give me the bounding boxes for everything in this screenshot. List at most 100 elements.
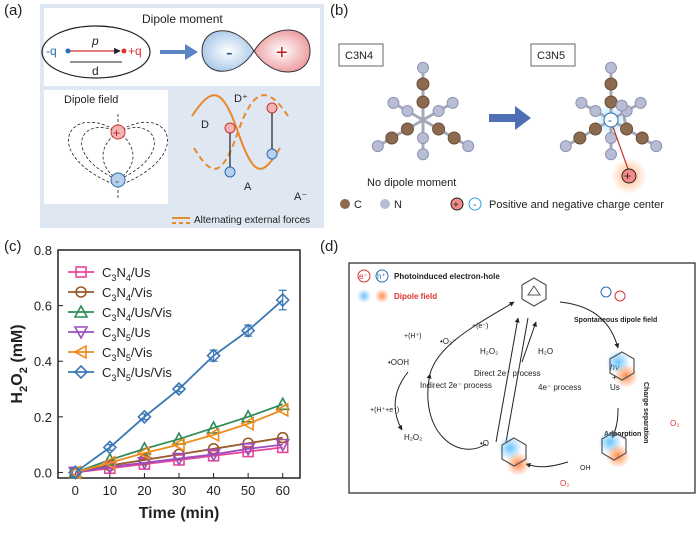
data-point	[276, 431, 289, 444]
x-tick-label: 60	[275, 483, 289, 498]
data-point	[137, 409, 152, 424]
c3n5-neg-center	[603, 112, 619, 128]
data-point	[136, 445, 151, 461]
nitrogen-atom	[634, 96, 647, 109]
panel-label-c: (c)	[4, 238, 22, 255]
o2-bottom: O₂	[560, 479, 569, 488]
data-point	[206, 448, 221, 463]
lobe-minus-sign: -	[226, 42, 233, 64]
panel-a-figure: Dipole moment -q +q p d - + Dipole field…	[40, 4, 324, 228]
data-point	[73, 344, 87, 360]
data-point	[240, 416, 254, 432]
nitrogen-atom	[401, 105, 414, 117]
d-plus-label: D⁺	[234, 93, 248, 105]
nitrogen-atom	[387, 96, 400, 109]
legend-n-swatch	[380, 199, 390, 209]
carbon-atom	[604, 95, 618, 109]
carbon-atom	[620, 122, 634, 136]
nitrogen-atom	[589, 105, 602, 117]
field-neg-charge	[110, 172, 126, 188]
data-point	[75, 286, 87, 298]
legend-label: C3N5/Us/Vis	[102, 365, 172, 383]
series-4	[67, 402, 289, 480]
legend-minus-swatch	[468, 197, 482, 211]
hydroperoxyl: •OOH	[388, 358, 409, 367]
nitrogen-atom	[605, 132, 617, 144]
legend-plus-sign: +	[453, 200, 459, 211]
legend-entry: C3N5/Vis	[68, 344, 153, 363]
lobe-plus-sign: +	[276, 42, 288, 64]
indirect-process: Indirect 2e⁻ process	[420, 381, 492, 390]
data-point	[275, 396, 291, 411]
field-pos-sign: +	[113, 126, 120, 140]
a-label: A	[244, 181, 252, 193]
legend-label: C3N5/Us	[102, 325, 151, 343]
molecule-bottom-right	[598, 430, 630, 468]
data-point	[240, 443, 256, 457]
dipole-lobe-negative	[201, 30, 255, 72]
adsorption-label: Adsorption	[604, 431, 641, 438]
legend-electron: e⁻	[359, 272, 368, 281]
data-point	[68, 465, 83, 480]
us-label: Us	[610, 383, 620, 392]
sine-wave-dashed	[193, 94, 289, 170]
carbon-atom	[588, 122, 602, 136]
no-dipole-text: No dipole moment	[367, 177, 456, 189]
data-point	[75, 266, 87, 278]
dipole-field-title: Dipole field	[64, 94, 118, 106]
molecule-top	[521, 277, 547, 307]
nitrogen-atom	[417, 61, 429, 74]
dipole-moment-title: Dipole moment	[142, 12, 223, 26]
data-point	[102, 452, 118, 466]
legend-charge-label: Positive and negative charge center	[489, 199, 664, 211]
a-minus-label: A⁻	[294, 191, 307, 203]
nitrogen-atom	[417, 132, 429, 144]
legend-c-label: C	[354, 199, 362, 211]
data-point	[275, 292, 290, 308]
charge-separation: Charge separation	[642, 382, 649, 443]
four-e-process: 4e⁻ process	[538, 383, 581, 392]
dipole-link	[612, 126, 629, 170]
data-point	[275, 402, 289, 418]
y-tick-label: 0.2	[34, 410, 52, 425]
nitrogen-atom	[371, 140, 384, 153]
data-point	[171, 437, 185, 452]
legend-plus-swatch	[450, 197, 464, 211]
x-tick-label: 20	[137, 483, 151, 498]
c3n5-name-box	[530, 43, 576, 67]
data-point	[137, 456, 152, 471]
legend-label: C3N5/Vis	[102, 345, 153, 363]
carbon-atom	[400, 122, 414, 136]
dipole-2-neg	[266, 148, 278, 160]
legend-pair-label: Photoinduced electron-hole	[394, 272, 500, 281]
molecule-right	[606, 350, 638, 388]
h2o2-left: H₂O₂	[404, 433, 422, 442]
y-tick-label: 0.4	[34, 354, 52, 369]
pos-charge-label: +q	[128, 44, 142, 58]
h2o2-mid: H₂O₂	[480, 347, 498, 356]
data-point	[73, 326, 89, 340]
dipole-1-neg	[224, 166, 236, 178]
c3n5-name: C3N5	[537, 50, 565, 62]
legend-field-blue	[357, 289, 371, 303]
dipole-glyph	[600, 286, 626, 302]
panel-label-b: (b)	[330, 2, 349, 19]
nitrogen-atom	[559, 140, 572, 153]
data-point	[242, 445, 254, 458]
legend-electron-icon	[357, 269, 371, 283]
x-tick-label: 50	[241, 483, 255, 498]
c3n5-neg-sign: -	[608, 113, 612, 127]
data-point	[240, 409, 256, 423]
x-tick-label: 40	[206, 483, 220, 498]
x-axis-label: Time (min)	[139, 505, 220, 522]
nitrogen-atom	[432, 105, 445, 117]
c3n5-pos-center	[621, 168, 637, 184]
legend-minus-sign: -	[473, 199, 477, 211]
o2-right: O₂	[670, 419, 679, 428]
direct-process: Direct 2e⁻ process	[474, 369, 540, 378]
dipole-ellipse	[41, 25, 151, 79]
h2o-product: H₂O	[538, 347, 553, 356]
data-point	[73, 304, 89, 318]
y-tick-label: 0.8	[34, 243, 52, 258]
legend-label: C3N4/Vis	[102, 285, 153, 303]
